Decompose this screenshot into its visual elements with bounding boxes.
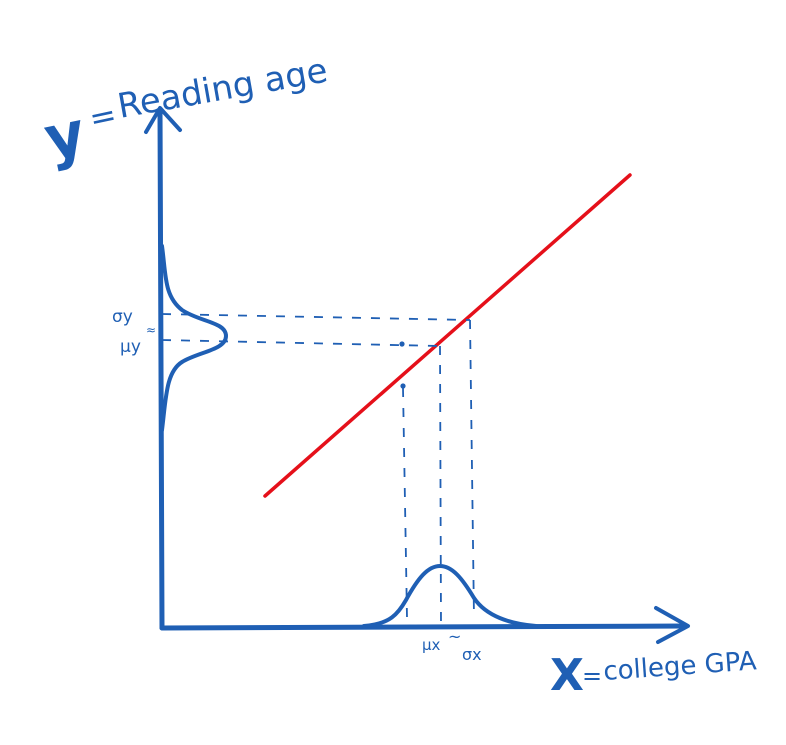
y-axis-arrowhead xyxy=(144,106,182,134)
y-axis-line xyxy=(157,107,165,631)
mu-x-guide xyxy=(439,345,442,627)
x-axis-symbol: X xyxy=(550,650,584,701)
y-axis-label: Reading age xyxy=(115,51,331,127)
sigma-x-guide xyxy=(469,319,475,619)
sigma-y-guide xyxy=(161,313,471,321)
mu-y-dot xyxy=(399,341,405,347)
x-axis-label: college GPA xyxy=(602,646,757,687)
y-axis-equals: = xyxy=(86,95,120,138)
x-axis-arrowhead xyxy=(654,606,690,644)
x-distribution-curve xyxy=(362,563,538,628)
mu-x-label: μx xyxy=(422,636,441,654)
mu-y-guide xyxy=(161,339,441,347)
left-vertical-guide xyxy=(402,387,408,619)
x-axis-line xyxy=(159,623,689,631)
sigma-x-label: σx xyxy=(462,645,482,664)
sigma-y-label: σy xyxy=(112,307,133,327)
x-axis-equals: = xyxy=(582,662,602,690)
y-distribution-curve xyxy=(160,244,229,432)
x-approx: ~ xyxy=(448,627,461,646)
sigma-y-approx: ≈ xyxy=(146,323,156,337)
left-guide-dot xyxy=(400,383,406,389)
regression-line xyxy=(263,173,632,498)
mu-y-label: μy xyxy=(120,337,141,357)
y-axis-symbol: y xyxy=(39,98,92,175)
